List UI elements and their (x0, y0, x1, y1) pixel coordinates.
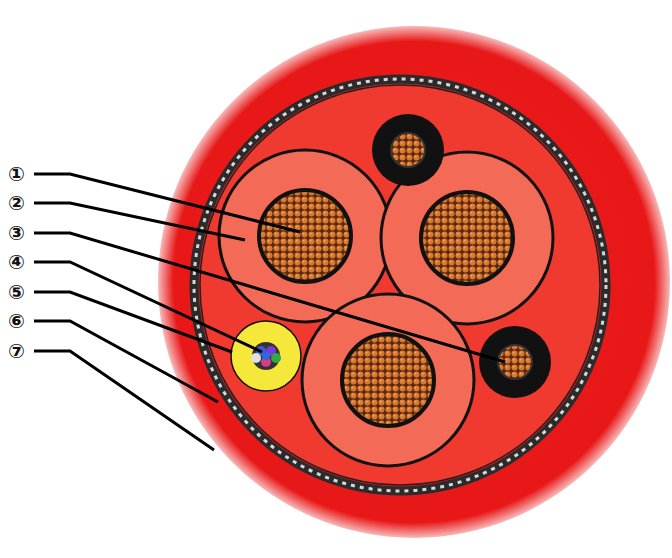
callout-number: ① (8, 164, 25, 184)
power-cores (219, 150, 553, 466)
inner-sheath (200, 85, 600, 485)
braid-strands (194, 79, 606, 491)
signal-element (231, 321, 301, 391)
control-cores (372, 114, 551, 398)
braid-screen (194, 79, 606, 491)
callout-number: ③ (8, 223, 25, 243)
leader-lines (34, 174, 505, 450)
callout-number: ⑤ (8, 282, 25, 302)
callout-number: ② (8, 193, 25, 213)
callout-number: ④ (8, 252, 25, 272)
callout-number: ⑥ (8, 311, 25, 331)
callout-number: ⑦ (8, 341, 25, 361)
